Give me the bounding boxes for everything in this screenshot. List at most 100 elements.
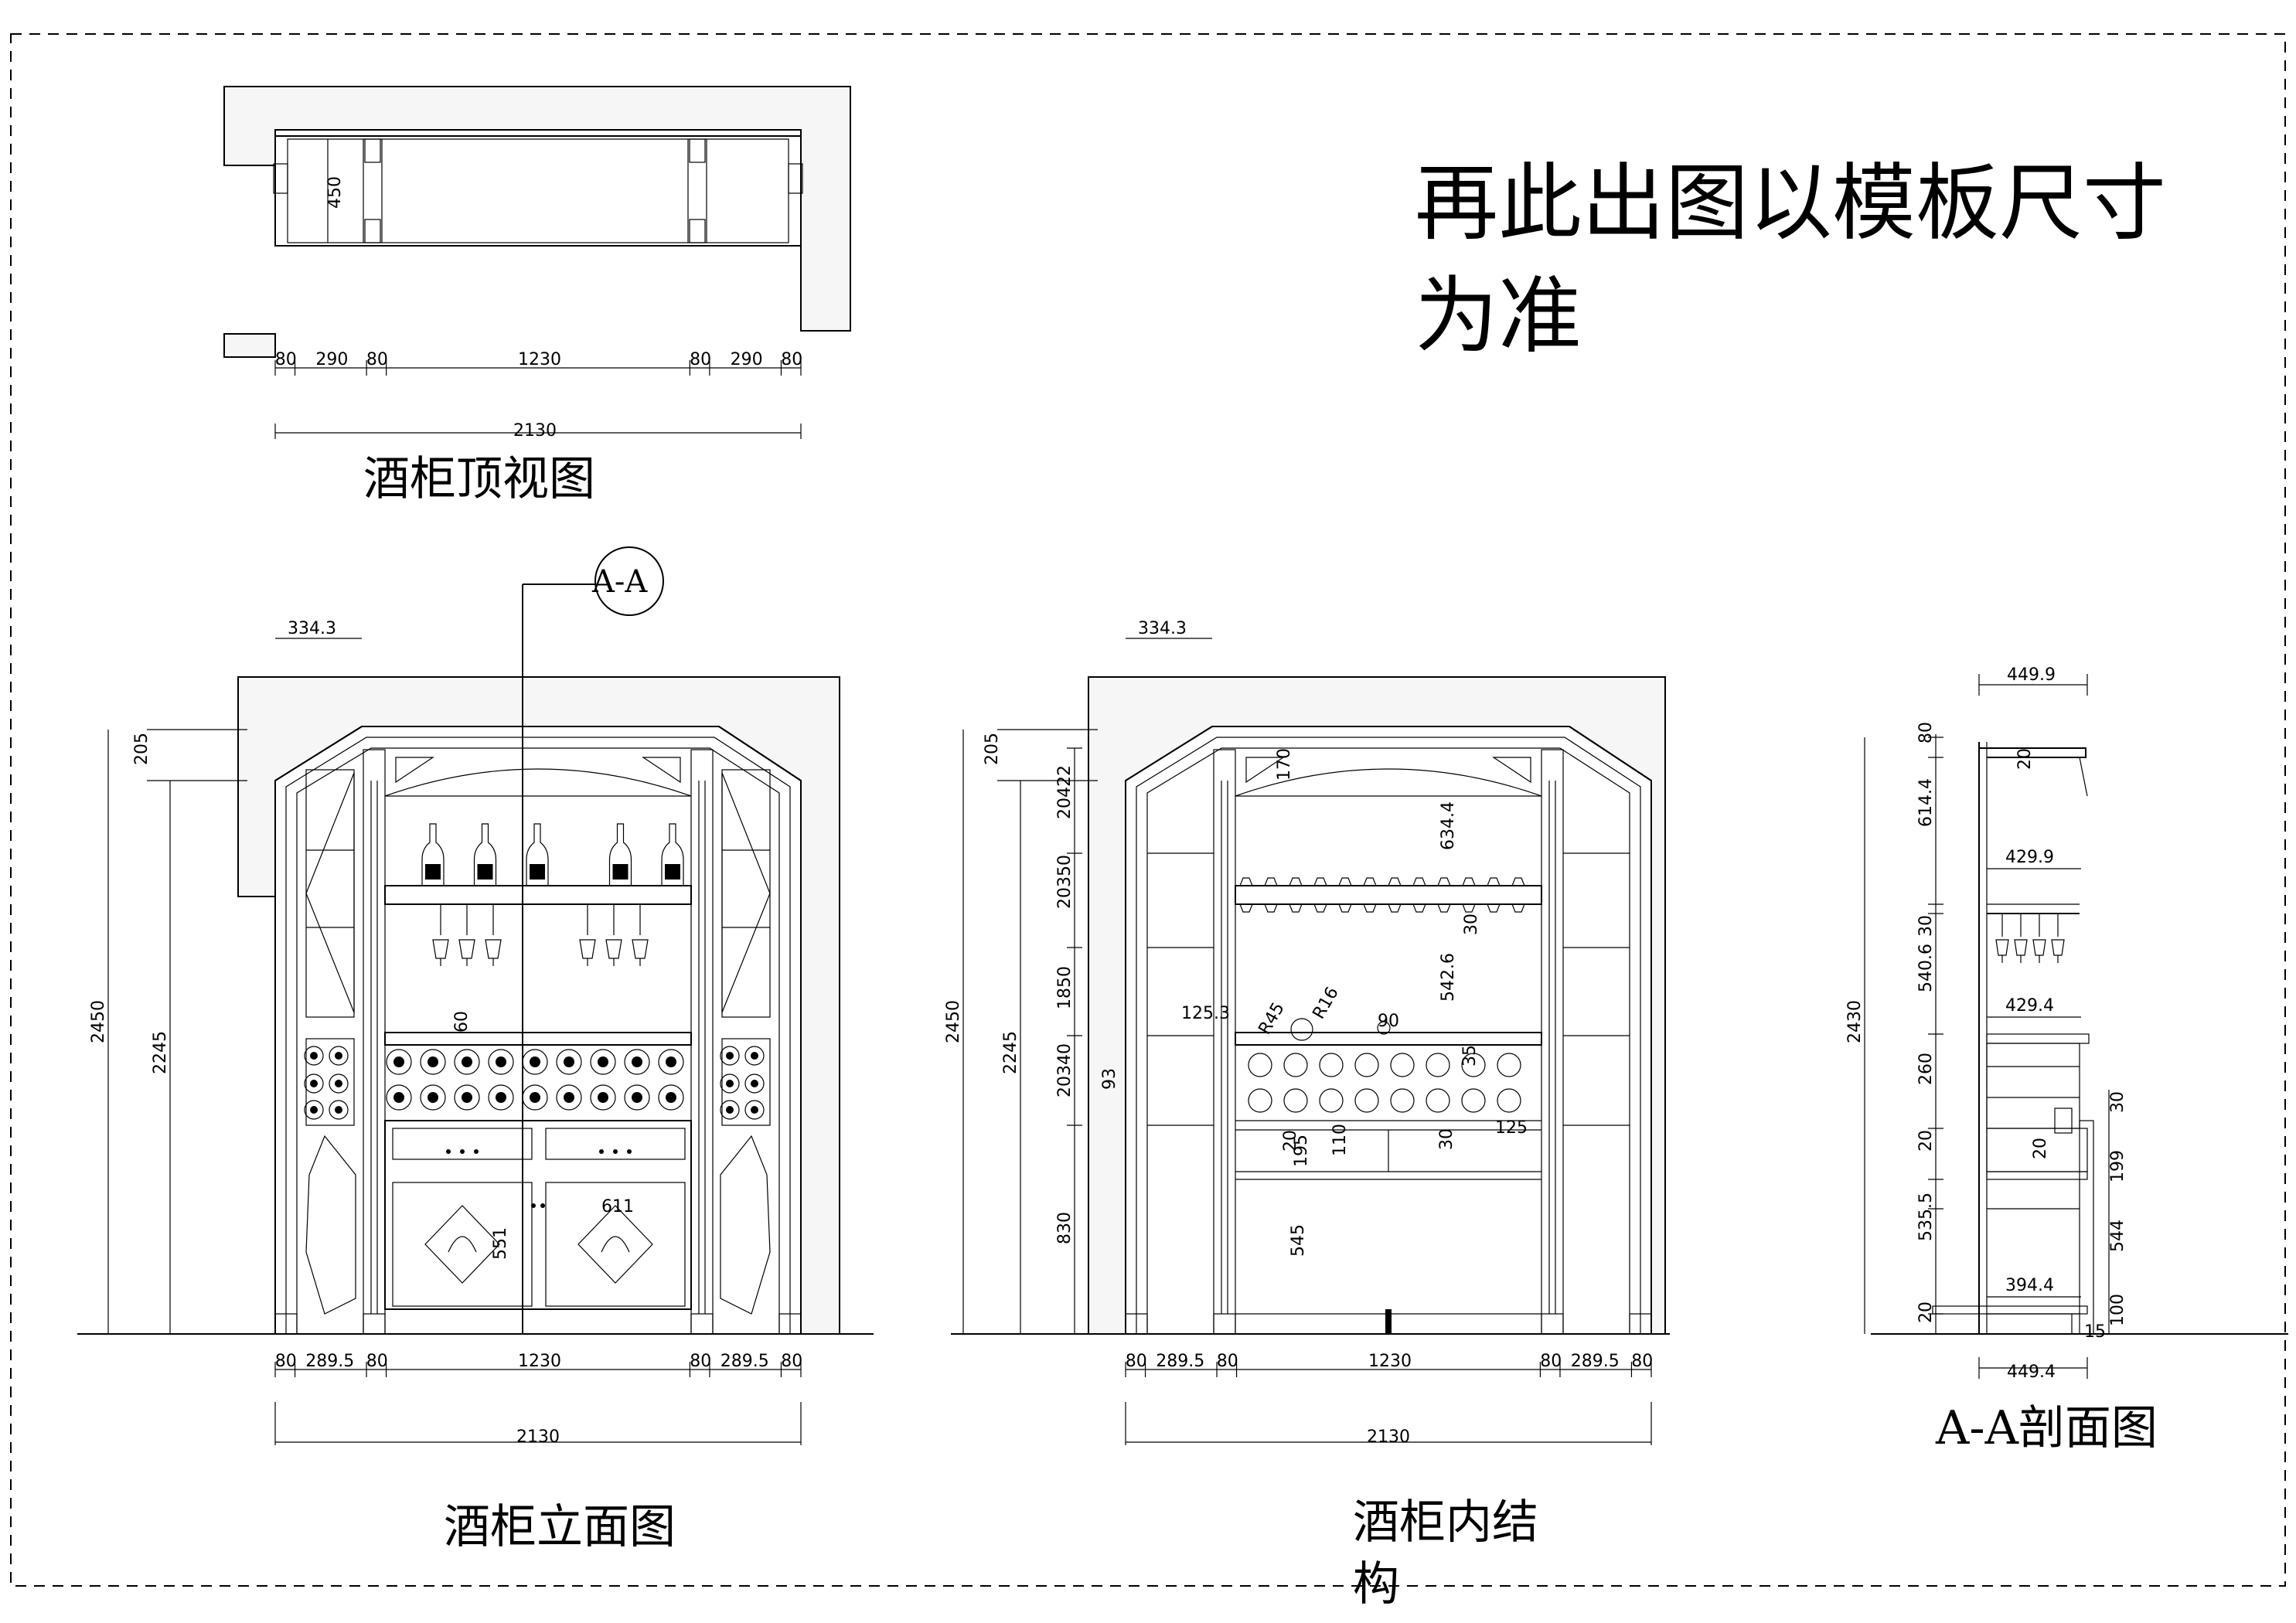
wine-glass <box>605 904 622 966</box>
top-view-total: 2130 <box>513 421 557 441</box>
side-hole <box>304 1046 324 1066</box>
side-cap <box>751 1106 758 1114</box>
rack-slot <box>1363 877 1377 886</box>
int-mid-label: 170 <box>1275 748 1294 781</box>
sheet-border <box>10 33 2286 1587</box>
rack-hole <box>1283 1053 1308 1077</box>
int-dim-label: 1230 <box>1368 1352 1412 1371</box>
int-dim-label: 80 <box>1126 1352 1147 1371</box>
rack-slot <box>1511 877 1525 886</box>
rack-hole <box>1461 1088 1486 1113</box>
bottle-hole <box>658 1049 684 1075</box>
int-top-gap: 205 <box>983 733 1002 765</box>
section-caption: A-A剖面图 <box>1935 1401 2158 1455</box>
bottle-hole <box>420 1084 446 1111</box>
side-cap <box>310 1106 318 1114</box>
elevation-side-holes <box>304 1046 765 1120</box>
bottle-cap <box>666 1092 676 1103</box>
int-mid-label: 30 <box>1462 914 1481 935</box>
int-mid-label: 110 <box>1330 1124 1350 1156</box>
sec-stack-label: 535.5 <box>1916 1193 1936 1241</box>
int-left-label: 20340 <box>1055 1043 1075 1097</box>
bottle-hole <box>556 1049 582 1075</box>
wine-bottle <box>421 823 445 886</box>
sec-stack-label: 20 <box>1916 1301 1936 1323</box>
rack-hole <box>1497 1053 1521 1077</box>
tv-dim-label: 80 <box>690 350 711 369</box>
side-cap <box>335 1106 342 1114</box>
int-mid-label: 90 <box>1378 1012 1399 1031</box>
rack-slot <box>1462 903 1476 913</box>
sec-small: 20 <box>2031 1138 2050 1159</box>
bottle-hole <box>386 1084 412 1111</box>
rack-hole <box>1390 1088 1415 1113</box>
rack-slot <box>1264 903 1278 913</box>
bottle-cap <box>428 1092 438 1103</box>
tv-dim-label: 80 <box>275 350 297 369</box>
side-cap <box>726 1080 734 1087</box>
el-dim-label: 289.5 <box>305 1352 354 1371</box>
sec-right-label: 544 <box>2108 1220 2127 1252</box>
rack-hole <box>1319 1088 1344 1113</box>
side-cap <box>335 1080 342 1087</box>
rack-radius <box>1290 1018 1313 1041</box>
wine-bottle <box>661 823 684 886</box>
bottle-cap <box>393 1092 404 1103</box>
int-dim-label: 289.5 <box>1156 1352 1204 1371</box>
tv-dim-label: 290 <box>315 350 348 369</box>
side-hole <box>329 1073 349 1094</box>
rack-hole <box>1319 1053 1344 1077</box>
note-line-2: 为准 <box>1415 268 1582 365</box>
el-dim-label: 1230 <box>518 1352 561 1371</box>
side-hole <box>329 1100 349 1120</box>
side-hole <box>744 1073 765 1094</box>
sec-right-label: 100 <box>2108 1294 2127 1326</box>
rack-slot <box>1338 877 1352 886</box>
elev-total: 2130 <box>516 1427 560 1447</box>
bottle-hole <box>590 1084 616 1111</box>
section-glass <box>2032 914 2046 963</box>
wine-glass <box>485 904 502 966</box>
elevation-glasses <box>432 904 649 966</box>
top-view-caption: 酒柜顶视图 <box>363 452 595 506</box>
elevation-wall <box>237 676 840 1335</box>
rack-slot <box>1437 877 1451 886</box>
tv-dim-label: 1230 <box>518 350 561 369</box>
el-dim-label: 80 <box>781 1352 802 1371</box>
rack-slot <box>1511 903 1525 913</box>
bottle-cap <box>666 1056 676 1067</box>
int-dim-label: 80 <box>1540 1352 1562 1371</box>
int-left-label: 1850 <box>1055 966 1075 1009</box>
section-glass <box>1995 914 2009 963</box>
top-view-wall <box>223 86 851 332</box>
elev-top-offset: 334.3 <box>288 619 336 638</box>
rack-hole <box>1248 1088 1272 1113</box>
bottle-cap <box>530 1092 540 1103</box>
side-hole <box>744 1046 765 1066</box>
sec-stack-label: 20 <box>1916 1130 1936 1152</box>
side-hole <box>304 1100 324 1120</box>
bottle-hole <box>590 1049 616 1075</box>
bottle-hole <box>556 1084 582 1111</box>
sec-width-label: 394.4 <box>2005 1276 2054 1295</box>
int-dim-label: 80 <box>1631 1352 1653 1371</box>
bottle-label <box>612 864 629 880</box>
bottle-cap <box>428 1056 438 1067</box>
rack-slot <box>1363 903 1377 913</box>
bottle-hole <box>420 1049 446 1075</box>
bottle-cap <box>632 1092 642 1103</box>
wine-bottle <box>526 823 549 886</box>
sec-bottom: 449.4 <box>2007 1363 2056 1382</box>
int-mid-label: 195 <box>1292 1135 1311 1167</box>
bottle-hole <box>624 1049 650 1075</box>
wine-glass <box>632 904 649 966</box>
bottle-hole <box>454 1084 480 1111</box>
bottle-hole <box>386 1049 412 1075</box>
rack-hole <box>1283 1088 1308 1113</box>
